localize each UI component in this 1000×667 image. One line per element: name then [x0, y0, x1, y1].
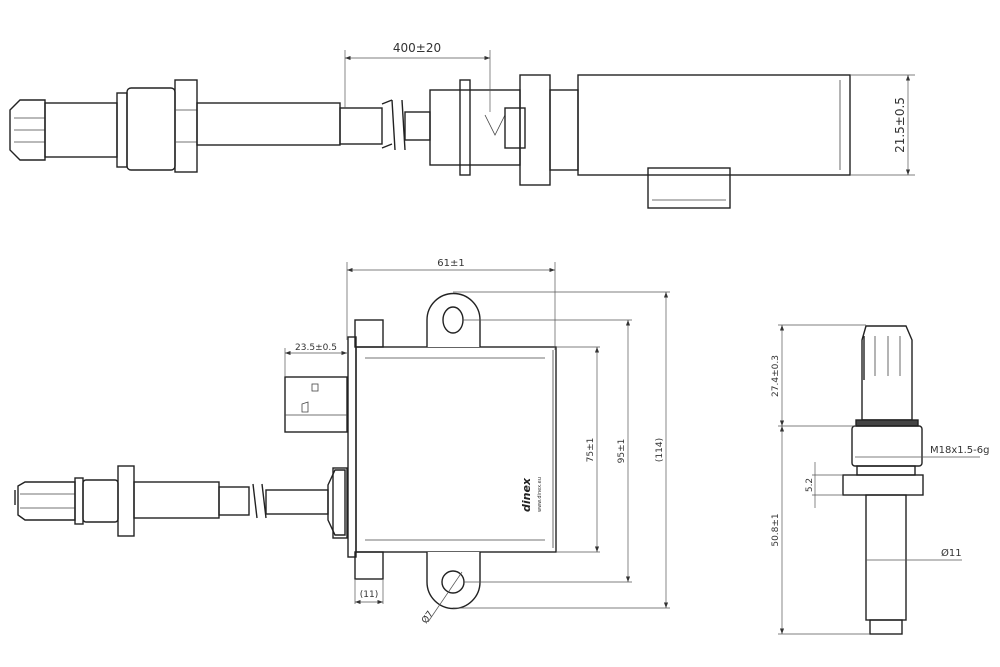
logo-text: dinex — [520, 477, 533, 512]
dimension-label: Ø11 — [941, 547, 962, 559]
module-view: dinex www.dinex.eu — [14, 292, 557, 610]
dimension-hole-spacing: 95±1 — [463, 319, 632, 583]
dimension-label: 5.2 — [805, 478, 815, 492]
dimension-label: (11) — [360, 590, 378, 600]
dimension-label: 23.5±0.5 — [295, 343, 337, 353]
dimension-label: 27.4±0.3 — [771, 355, 781, 397]
dimension-module-width: 61±1 — [346, 258, 556, 350]
sensor-side-view — [842, 325, 924, 635]
dimension-flange-width: (11) — [354, 580, 384, 605]
dimension-hex-height: 5.2 — [805, 462, 843, 508]
dimension-label: 400±20 — [393, 41, 441, 55]
dimension-label: Ø7 — [419, 609, 435, 626]
dimension-body-height: 75±1 — [556, 346, 600, 553]
logo-url: www.dinex.eu — [537, 477, 543, 512]
dimension-label: 75±1 — [586, 438, 596, 463]
dimension-label: (114) — [655, 438, 665, 462]
top-view-sensor-assembly — [9, 74, 851, 209]
dimension-label: 50.8±1 — [771, 513, 781, 546]
dimension-shaft-length: 50.8±1 — [771, 426, 870, 635]
dimension-label: 95±1 — [617, 439, 627, 464]
dimension-module-height: 21.5±0.5 — [850, 74, 915, 176]
dimension-thread: M18x1.5-6g — [855, 445, 990, 458]
dimension-shaft-diameter: Ø11 — [866, 547, 962, 561]
dimension-label: M18x1.5-6g — [930, 445, 990, 456]
dimension-overall-height: (114) — [453, 291, 670, 609]
dimension-tip-length: 27.4±0.3 — [771, 324, 866, 427]
dimension-label: 21.5±0.5 — [893, 97, 907, 153]
dimension-label: 61±1 — [437, 258, 464, 269]
dimension-connector-offset: 23.5±0.5 — [284, 343, 347, 377]
dimension-cable-length: 400±20 — [344, 41, 491, 112]
dinex-logo: dinex www.dinex.eu — [520, 477, 543, 512]
